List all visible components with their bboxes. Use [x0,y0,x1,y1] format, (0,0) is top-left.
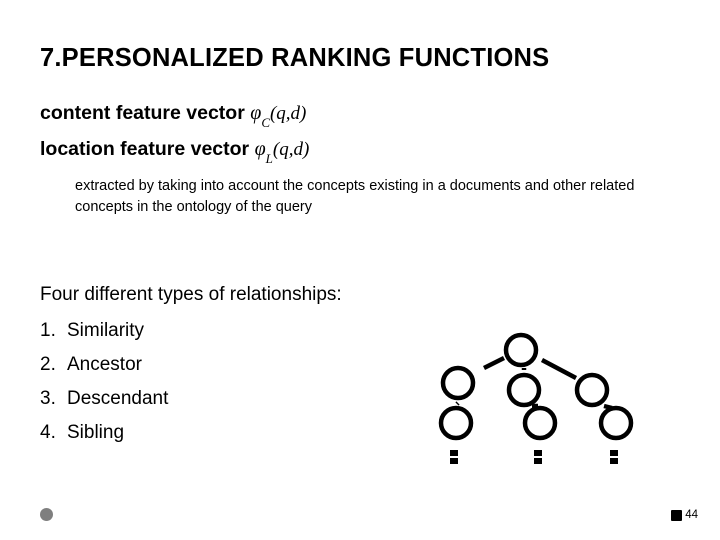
list-item: 4. Sibling [40,422,168,456]
tree-node [503,332,539,368]
list-item-number: 3. [40,388,56,409]
phi-symbol-content: φ [250,102,262,124]
tree-node [438,405,474,441]
tree-tick [610,458,618,464]
ontology-tree-diagram [424,328,644,478]
list-item-number: 2. [40,354,56,375]
sub-paragraph: extracted by taking into account the con… [75,178,635,216]
tree-node [522,405,558,441]
tree-tick [610,450,618,456]
tree-tick [534,450,542,456]
tree-node [598,405,634,441]
tree-node [574,372,610,408]
list-item-label: Sibling [67,422,125,443]
list-item-label: Descendant [67,388,169,409]
tree-svg [438,332,634,464]
list-item: 2. Ancestor [40,354,168,388]
tree-edge [482,355,506,371]
list-item-label: Similarity [67,320,145,341]
tree-edge [455,401,460,406]
phi-subscript-location: L [265,150,273,166]
phi-subscript-content: C [261,114,270,130]
list-item-label: Ancestor [67,354,142,375]
phi-symbol-location: φ [254,138,266,160]
location-feature-vector-line: location feature vector φL(q,d) [40,138,310,166]
location-feature-vector-label: location feature vector [40,138,250,160]
page-number: 44 [685,509,698,521]
relationships-list: 1. Similarity 2. Ancestor 3. Descendant … [40,320,168,456]
list-item-number: 1. [40,320,56,341]
tree-edge [540,358,578,380]
page-title: 7.PERSONALIZED RANKING FUNCTIONS [40,44,550,72]
content-feature-vector-line: content feature vector φC(q,d) [40,102,307,130]
footer-bullet-dot [40,508,53,521]
content-feature-vector-label: content feature vector [40,102,245,124]
list-item-number: 4. [40,422,56,443]
list-item: 3. Descendant [40,388,168,422]
page-marker-square [671,509,683,521]
tree-tick [534,458,542,464]
tree-tick [450,450,458,456]
list-item: 1. Similarity [40,320,168,354]
phi-args-location: (q,d) [272,139,310,160]
relationships-heading: Four different types of relationships: [40,284,342,305]
tree-tick [450,458,458,464]
page-marker: 44 [671,509,698,521]
tree-node [440,365,476,401]
phi-args-content: (q,d) [269,103,307,124]
tree-node [506,372,542,408]
